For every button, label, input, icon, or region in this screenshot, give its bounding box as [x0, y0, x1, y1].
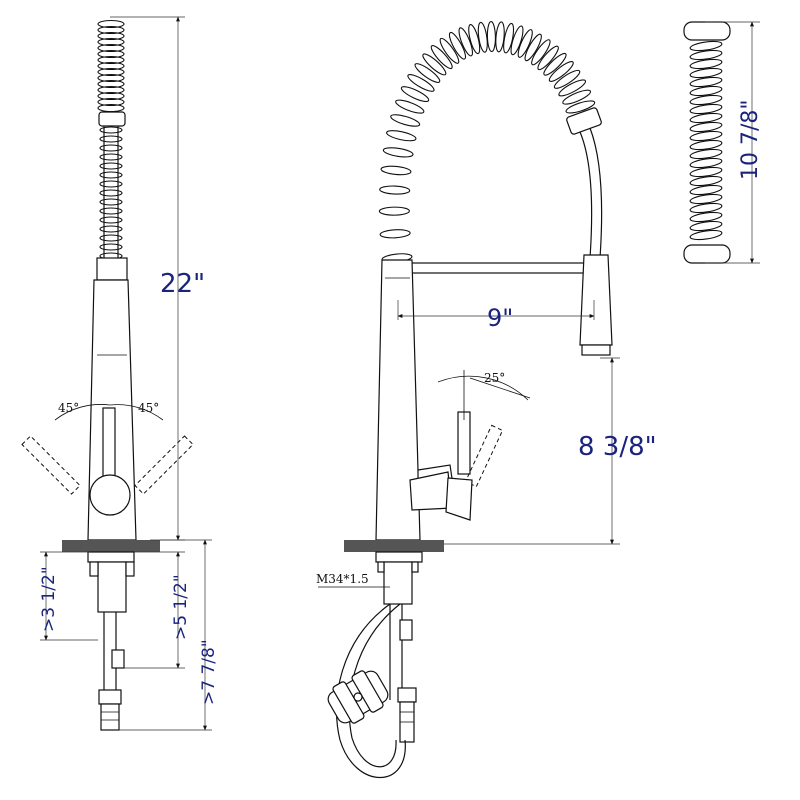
side-spout-height-dimension: [444, 357, 620, 545]
side-thread-spec-label: M34*1.5: [316, 572, 369, 586]
side-handle-angle-label: 25°: [484, 371, 505, 385]
front-depth-dimension-2: [124, 551, 185, 669]
front-depth-label-1: >3 1/2": [39, 566, 59, 632]
front-depth-label-3: >7 7/8": [199, 639, 219, 705]
front-handle-angle-right: 45°: [138, 401, 159, 415]
top-spring-height-label: 10 7/8": [738, 99, 763, 180]
side-spray-head: [579, 254, 613, 346]
front-depth-label-2: >5 1/2": [171, 574, 191, 640]
side-spring-coil: [378, 21, 599, 263]
side-reach-label: 9": [487, 304, 513, 332]
front-spring-coil: [97, 19, 125, 260]
top-view: 10 7/8": [683, 21, 763, 264]
top-spring-dimension: [705, 21, 760, 264]
front-handles: [21, 404, 194, 516]
top-spring-coil: [689, 40, 723, 241]
front-total-height-label: 22": [160, 269, 205, 299]
side-hose-weight: [327, 670, 389, 724]
front-deck-plate: [62, 540, 160, 552]
front-view: 45° 45° 22" >3 1/2": [21, 16, 219, 731]
side-view: 25° M34*1.5 9": [316, 21, 657, 778]
front-handle-angle-left: 45°: [58, 401, 79, 415]
front-depth-dimension-3: [119, 539, 212, 731]
side-spout-height-label: 8 3/8": [578, 432, 657, 462]
side-support-bar: [407, 262, 593, 274]
side-reach-dimension: [397, 300, 595, 320]
front-depth-dimension-1: [40, 551, 98, 641]
side-deck-plate: [344, 540, 444, 552]
